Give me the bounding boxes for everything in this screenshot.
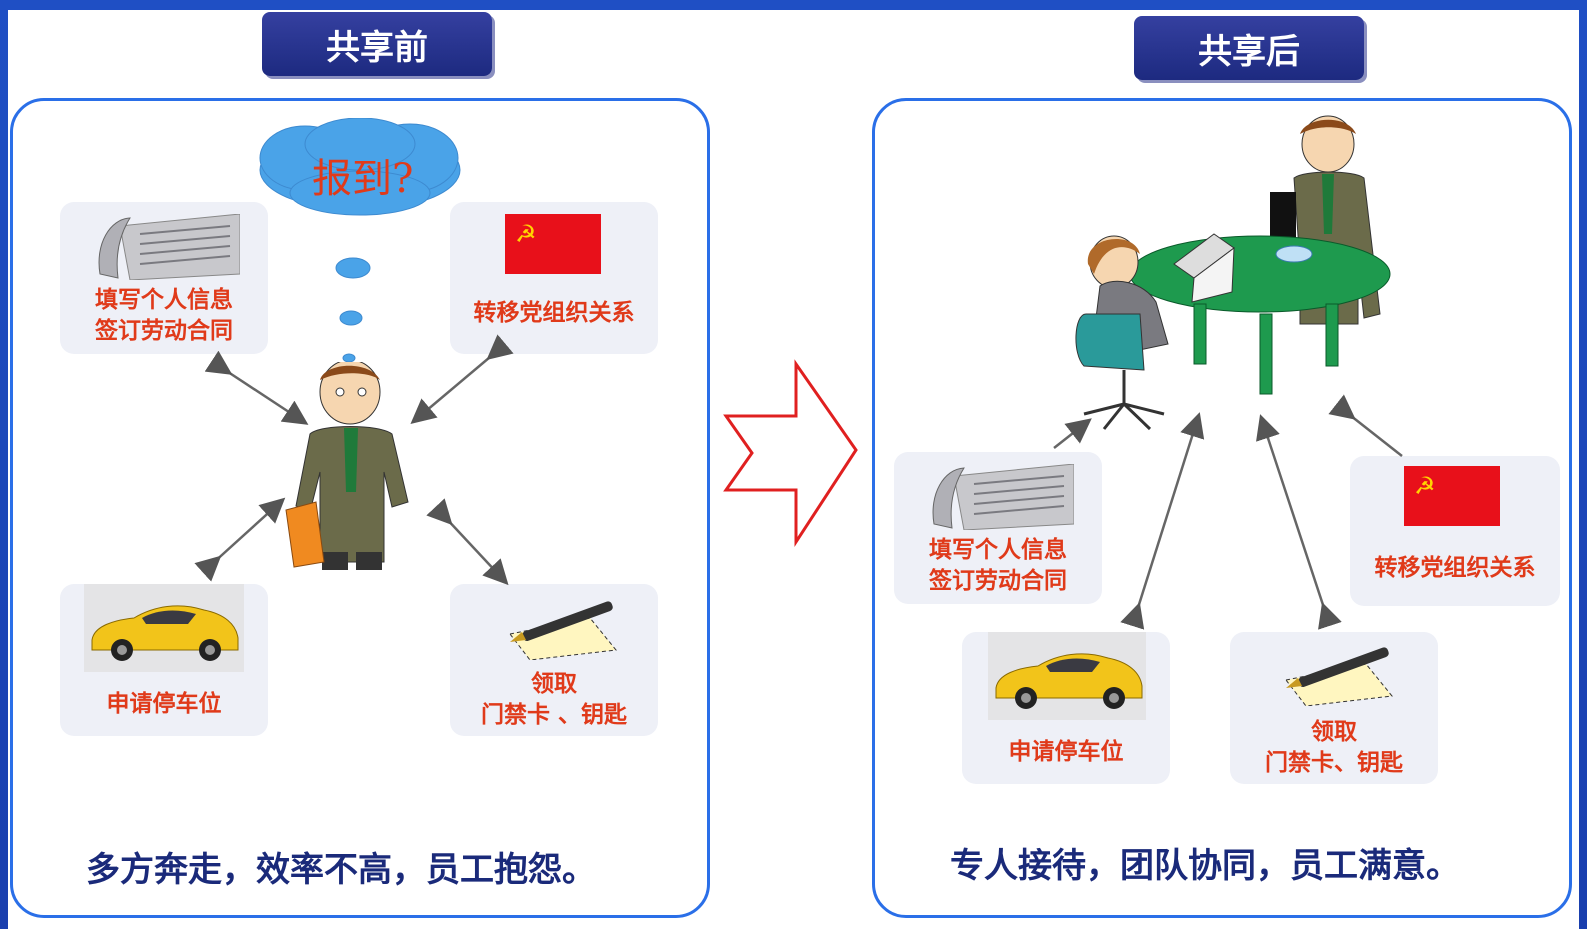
after-tab-title: 共享后 [1134, 16, 1364, 80]
card-label-line2: 门禁卡 、钥匙 [480, 701, 627, 728]
card-label-line1: 申请停车位 [106, 690, 222, 717]
card-label-line1: 转移党组织关系 [1374, 554, 1536, 581]
document-icon [98, 214, 240, 280]
after-card-parking: 申请停车位 [962, 632, 1170, 784]
reception-scene-icon [1075, 115, 1391, 431]
party-flag-icon: ☭ [505, 214, 601, 274]
after-card-info: 填写个人信息 签订劳动合同 [894, 452, 1102, 604]
svg-text:☭: ☭ [1414, 472, 1436, 500]
car-icon [988, 632, 1146, 720]
card-label-line1: 领取 [1311, 718, 1357, 745]
party-flag-icon: ☭ [1404, 466, 1500, 526]
svg-text:☭: ☭ [515, 220, 537, 248]
card-label-line2: 门禁卡、钥匙 [1265, 749, 1403, 776]
car-icon [84, 584, 244, 672]
card-label-line1: 领取 [531, 670, 577, 697]
before-card-keys: 领取 门禁卡 、钥匙 [450, 584, 658, 736]
before-caption: 多方奔走，效率不高，员工抱怨。 [86, 850, 596, 890]
transition-arrow-icon [723, 359, 858, 548]
thought-cloud [259, 118, 461, 363]
after-caption: 专人接待，团队协同，员工满意。 [950, 846, 1460, 886]
after-card-keys: 领取 门禁卡、钥匙 [1230, 632, 1438, 784]
card-label-line1: 填写个人信息 [95, 286, 233, 313]
pen-paper-icon [509, 601, 617, 660]
before-card-info: 填写个人信息 签订劳动合同 [60, 202, 268, 354]
card-label-line2: 签订劳动合同 [929, 567, 1067, 594]
before-card-parking: 申请停车位 [60, 584, 268, 736]
before-card-party: ☭ 转移党组织关系 [450, 202, 658, 354]
employee-figure-icon [285, 362, 409, 570]
card-label-line2: 签订劳动合同 [95, 317, 233, 344]
card-label-line1: 填写个人信息 [929, 536, 1067, 563]
after-card-party: ☭ 转移党组织关系 [1350, 456, 1560, 606]
card-label-line1: 申请停车位 [1008, 738, 1124, 765]
before-tab-title: 共享前 [262, 12, 492, 76]
card-label-line1: 转移党组织关系 [473, 299, 635, 326]
pen-paper-icon [1285, 647, 1393, 706]
thought-text: 报到? [312, 156, 414, 202]
document-icon [932, 464, 1074, 530]
